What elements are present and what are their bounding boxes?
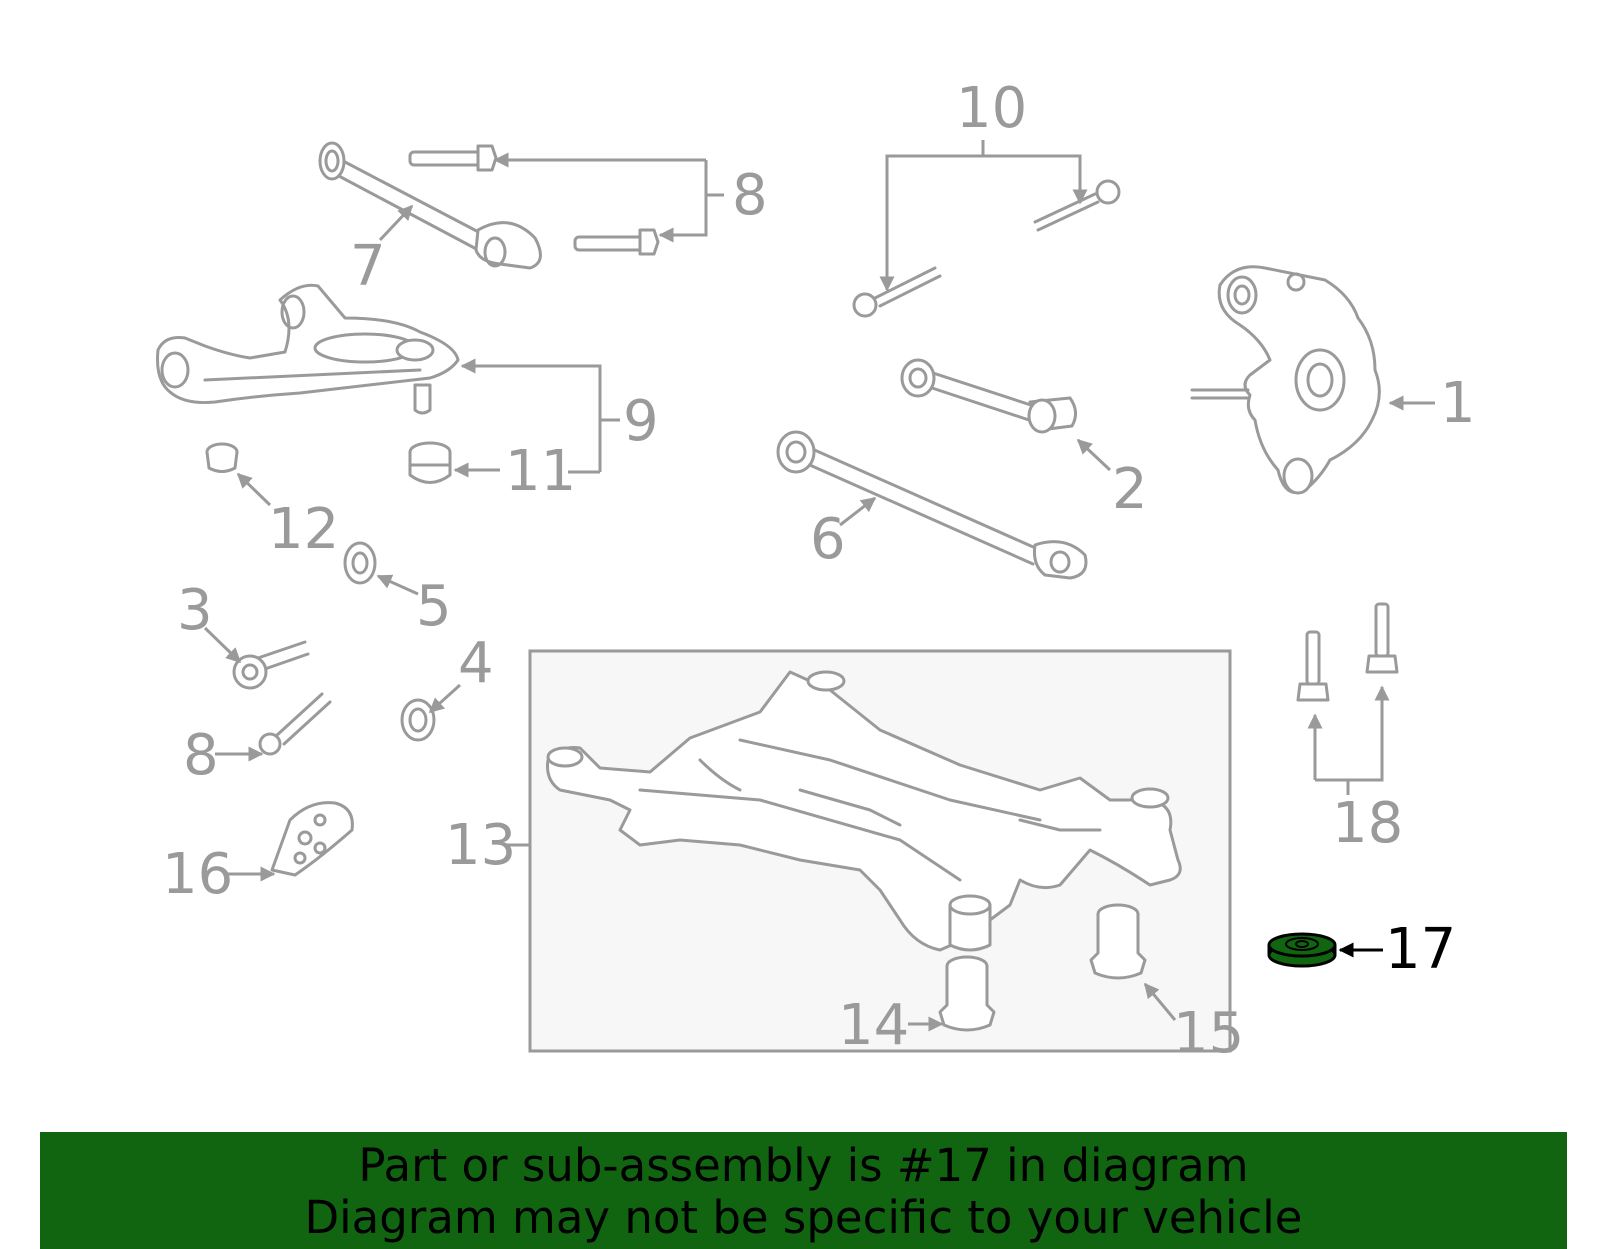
banner-line-2: Diagram may not be specific to your vehi… xyxy=(304,1191,1303,1244)
part-15-bushing xyxy=(1089,903,1147,980)
part-18-bolts xyxy=(1296,602,1399,702)
part-10-bolts xyxy=(852,179,1121,318)
leader-lines xyxy=(203,140,1435,1032)
callout-12: 12 xyxy=(268,497,339,562)
callout-8-left: 8 xyxy=(183,723,219,788)
part-12-nut xyxy=(205,442,239,473)
callout-7: 7 xyxy=(350,234,386,299)
callout-15: 15 xyxy=(1173,1001,1244,1066)
part-5-washer xyxy=(343,541,377,585)
callout-5: 5 xyxy=(416,574,452,639)
callout-16: 16 xyxy=(162,842,233,907)
part-1-knuckle xyxy=(1190,265,1381,495)
info-banner: Part or sub-assembly is #17 in diagram D… xyxy=(40,1132,1567,1249)
part-9-lower-arm xyxy=(156,283,460,415)
part-8-bolt-left xyxy=(258,692,332,756)
callout-18: 18 xyxy=(1332,791,1403,856)
callout-4: 4 xyxy=(458,631,494,696)
part-11-bushing xyxy=(408,441,452,484)
banner-line-1: Part or sub-assembly is #17 in diagram xyxy=(358,1139,1249,1192)
part-3-bolt xyxy=(232,640,310,690)
callout-3: 3 xyxy=(177,578,213,643)
part-17-highlighted xyxy=(1267,932,1337,968)
callout-labels: 7 8 10 9 11 1 2 6 12 5 3 4 8 16 13 14 15… xyxy=(162,76,1476,1066)
part-6-link xyxy=(776,430,1088,580)
subframe-inset xyxy=(528,649,1232,1053)
part-16-bracket xyxy=(270,801,354,877)
callout-11: 11 xyxy=(505,439,576,504)
callout-14: 14 xyxy=(838,993,909,1058)
part-2-link xyxy=(900,358,1077,434)
part-14-bushing xyxy=(938,955,996,1032)
part-13-subframe xyxy=(546,670,1182,952)
callout-6: 6 xyxy=(810,507,846,572)
part-4-washer xyxy=(400,698,436,742)
callout-2: 2 xyxy=(1112,457,1148,522)
part-7-control-arm xyxy=(318,141,542,270)
callout-10: 10 xyxy=(956,76,1027,141)
part-8-bolts-top xyxy=(408,144,660,256)
callout-1: 1 xyxy=(1440,371,1476,436)
callout-17: 17 xyxy=(1385,917,1456,982)
callout-8-top: 8 xyxy=(732,163,768,228)
callout-9: 9 xyxy=(623,389,659,454)
callout-13: 13 xyxy=(445,813,516,878)
